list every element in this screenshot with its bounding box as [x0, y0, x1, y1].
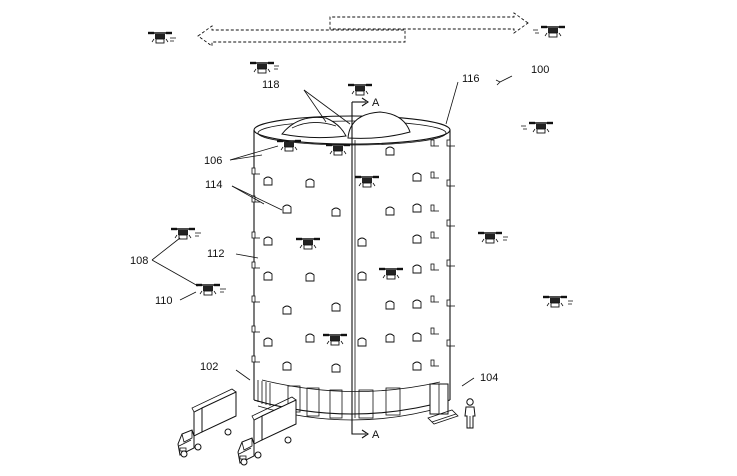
drone-icon [521, 121, 555, 135]
delivery-truck-icon [177, 388, 237, 458]
leader-lines [151, 75, 513, 387]
ref-label-112: 112 [207, 248, 225, 260]
section-label-a-top: A [372, 97, 380, 109]
drone-icon [146, 31, 176, 45]
delivery-truck-icon [237, 396, 297, 466]
ref-label-108: 108 [130, 255, 148, 267]
customer-entrance-door [427, 383, 459, 425]
flight-path-arrow-right [329, 12, 529, 34]
figure-ref-label-100: 100 [531, 64, 549, 76]
drone-icon [346, 83, 374, 97]
flight-path-arrow-left [197, 25, 406, 47]
ref-label-102: 102 [200, 361, 218, 373]
drone-icon [248, 61, 279, 75]
section-line-a [351, 97, 369, 439]
ref-label-106: 106 [204, 155, 222, 167]
section-label-a-bottom: A [372, 429, 380, 441]
ref-label-114: 114 [205, 179, 223, 191]
drone-icon [476, 231, 508, 245]
drone-icon [353, 175, 381, 189]
drone-icon [541, 295, 573, 309]
drone-icon [533, 25, 567, 39]
roof-landing-dome-right [347, 111, 411, 139]
drone-icon [294, 237, 322, 251]
person-icon [464, 398, 476, 429]
drone-icon [324, 143, 352, 157]
ref-label-116: 116 [462, 73, 480, 85]
drone-icon [377, 267, 405, 281]
drone-icon [169, 227, 201, 241]
drone-icon [321, 333, 349, 347]
drone-icon [194, 283, 226, 297]
ref-label-104: 104 [480, 372, 498, 384]
roof-landing-dome-left [281, 116, 347, 139]
ref-label-118: 118 [262, 79, 280, 91]
ref-label-110: 110 [155, 295, 173, 307]
tower-ports [251, 139, 456, 373]
